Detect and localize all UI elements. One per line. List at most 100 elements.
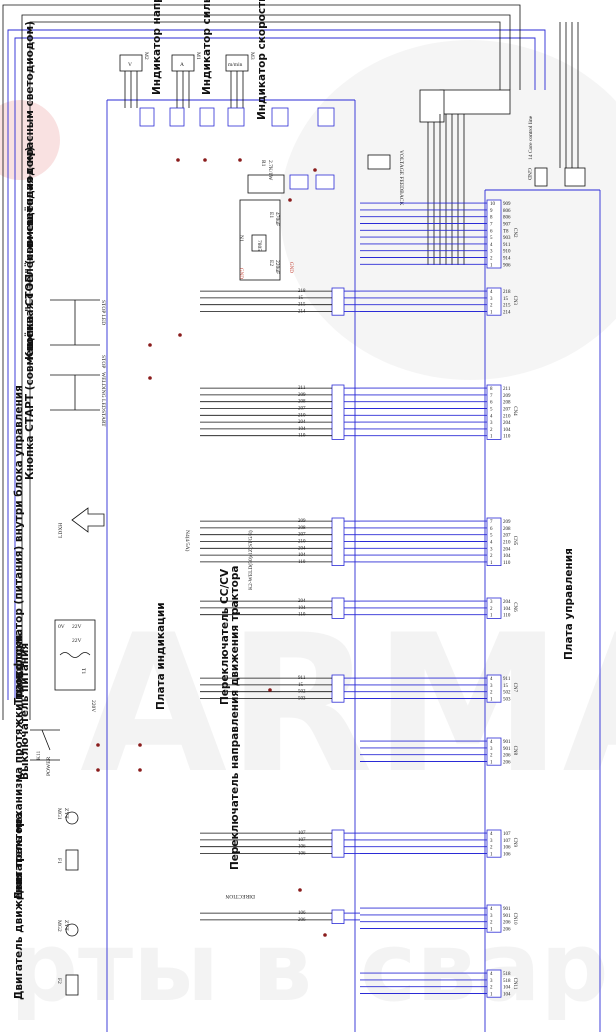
pin-index: 2	[490, 428, 493, 433]
pin-label: 210	[503, 541, 511, 546]
direction-label: DIRECTION	[225, 893, 255, 899]
pin-index: 9	[490, 209, 493, 214]
pin-label: 204	[503, 600, 511, 605]
voltage-feedback-terminal	[367, 154, 391, 170]
wire-label: 911	[298, 676, 306, 681]
pin-label: 502	[503, 691, 511, 696]
svg-text:T1: T1	[80, 668, 86, 674]
wire-label: 207	[298, 407, 306, 412]
pin-label: 204	[503, 421, 511, 426]
wire-label: 110	[298, 613, 306, 618]
pin-index: 6	[490, 527, 493, 532]
pin-label: 209	[503, 520, 511, 525]
pin-label: 215	[503, 304, 511, 309]
pin-label: 806	[503, 216, 511, 221]
svg-text:22V: 22V	[72, 638, 82, 644]
terminal-block-name: CN6	[512, 602, 517, 612]
svg-text:GND: GND	[238, 268, 243, 279]
svg-text:E2: E2	[268, 260, 274, 266]
pin-index: 2	[490, 607, 493, 612]
pin-label: 214	[503, 311, 511, 316]
m2-wires	[124, 71, 138, 108]
svg-text:F1: F1	[56, 858, 62, 864]
wire-label: 107	[298, 831, 306, 836]
wire-feed-motor: MG1 ZYT F1	[56, 808, 79, 871]
pin-index: 2	[490, 304, 493, 309]
pin-label: 906	[503, 263, 511, 268]
svg-text:E1: E1	[268, 212, 274, 218]
core-control-line-label: 14 Core control line	[528, 115, 534, 160]
svg-text:N1: N1	[238, 235, 244, 242]
pin-label: 914	[503, 257, 511, 262]
indication-board-label: Плата индикации	[155, 602, 167, 710]
junction	[96, 768, 100, 772]
indicator-speed-label: Индикатор скорости передвижения	[256, 0, 268, 120]
junction	[323, 933, 327, 937]
power-feed-inner	[14, 37, 536, 700]
junction-dots	[96, 158, 327, 937]
pin-label: 901	[503, 914, 511, 919]
svg-text:M2: M2	[143, 52, 149, 60]
pin-index: 5	[490, 236, 493, 241]
junction	[203, 158, 207, 162]
ldxh-arrow	[71, 507, 105, 533]
indicator-m1: M1 A	[171, 52, 201, 72]
stop-button-label: Кнопка "СТОП" (совмещённая с красным све…	[24, 21, 36, 360]
junction	[138, 768, 142, 772]
pin-label: 104	[503, 986, 511, 991]
pin-label: 901	[503, 907, 511, 912]
pin-index: 7	[490, 394, 493, 399]
pin-label: 15	[503, 297, 509, 302]
pin-label: 15	[503, 684, 509, 689]
pin-label: 204	[503, 547, 511, 552]
pin-label: 107	[503, 832, 511, 837]
wire-label: 209	[298, 393, 306, 398]
pin-index: 5	[490, 408, 493, 413]
junction	[96, 743, 100, 747]
pin-index: 4	[490, 414, 493, 419]
pin-index: 3	[490, 421, 493, 426]
pin-label: 106	[503, 853, 511, 858]
cc-cv-switch-label: Переключатель CC/CV	[219, 568, 231, 705]
pin-label: 104	[503, 428, 511, 433]
svg-text:M1: M1	[195, 52, 201, 60]
welding-led-label: WELDING LED	[100, 372, 106, 410]
wire-label: 15	[298, 683, 304, 688]
pin-index: 10	[490, 202, 496, 207]
wire-label: 110	[298, 560, 306, 565]
svg-text:F2: F2	[56, 978, 62, 984]
pin-label: 207	[503, 534, 511, 539]
ldxh-label: LDXH	[58, 523, 64, 538]
wire-label: 107	[298, 838, 306, 843]
pin-index: 1	[490, 993, 493, 998]
tractor-motor-label: Двигатель движения трактора	[13, 812, 25, 1000]
pin-index: 2	[490, 691, 493, 696]
stop-switch-wire	[50, 299, 100, 346]
pin-index: 3	[490, 839, 493, 844]
pin-label: 211	[503, 387, 511, 392]
svg-text:ZYT: ZYT	[63, 808, 69, 819]
pin-index: 6	[490, 229, 493, 234]
wire-label: 204	[298, 599, 306, 604]
junction	[138, 743, 142, 747]
wire-label: 215	[298, 303, 306, 308]
terminal-block-name: CN9	[512, 838, 517, 848]
pin-index: 4	[490, 907, 493, 912]
pin-label: 206	[503, 921, 511, 926]
pin-label: 107	[503, 839, 511, 844]
indication-board-connectors: 2181521521421120920820721020410411020920…	[200, 287, 360, 925]
wire-label: 502	[298, 690, 306, 695]
wire-label: 207	[298, 533, 306, 538]
power-feed-top	[7, 29, 546, 700]
indicator-m2: M2 V	[119, 52, 149, 72]
terminal-block-name: CN10	[512, 913, 517, 925]
tractor-motor: MG2 ZYT F2	[56, 920, 79, 996]
wire-label: 106	[298, 845, 306, 850]
wire-label: 214	[298, 310, 306, 315]
